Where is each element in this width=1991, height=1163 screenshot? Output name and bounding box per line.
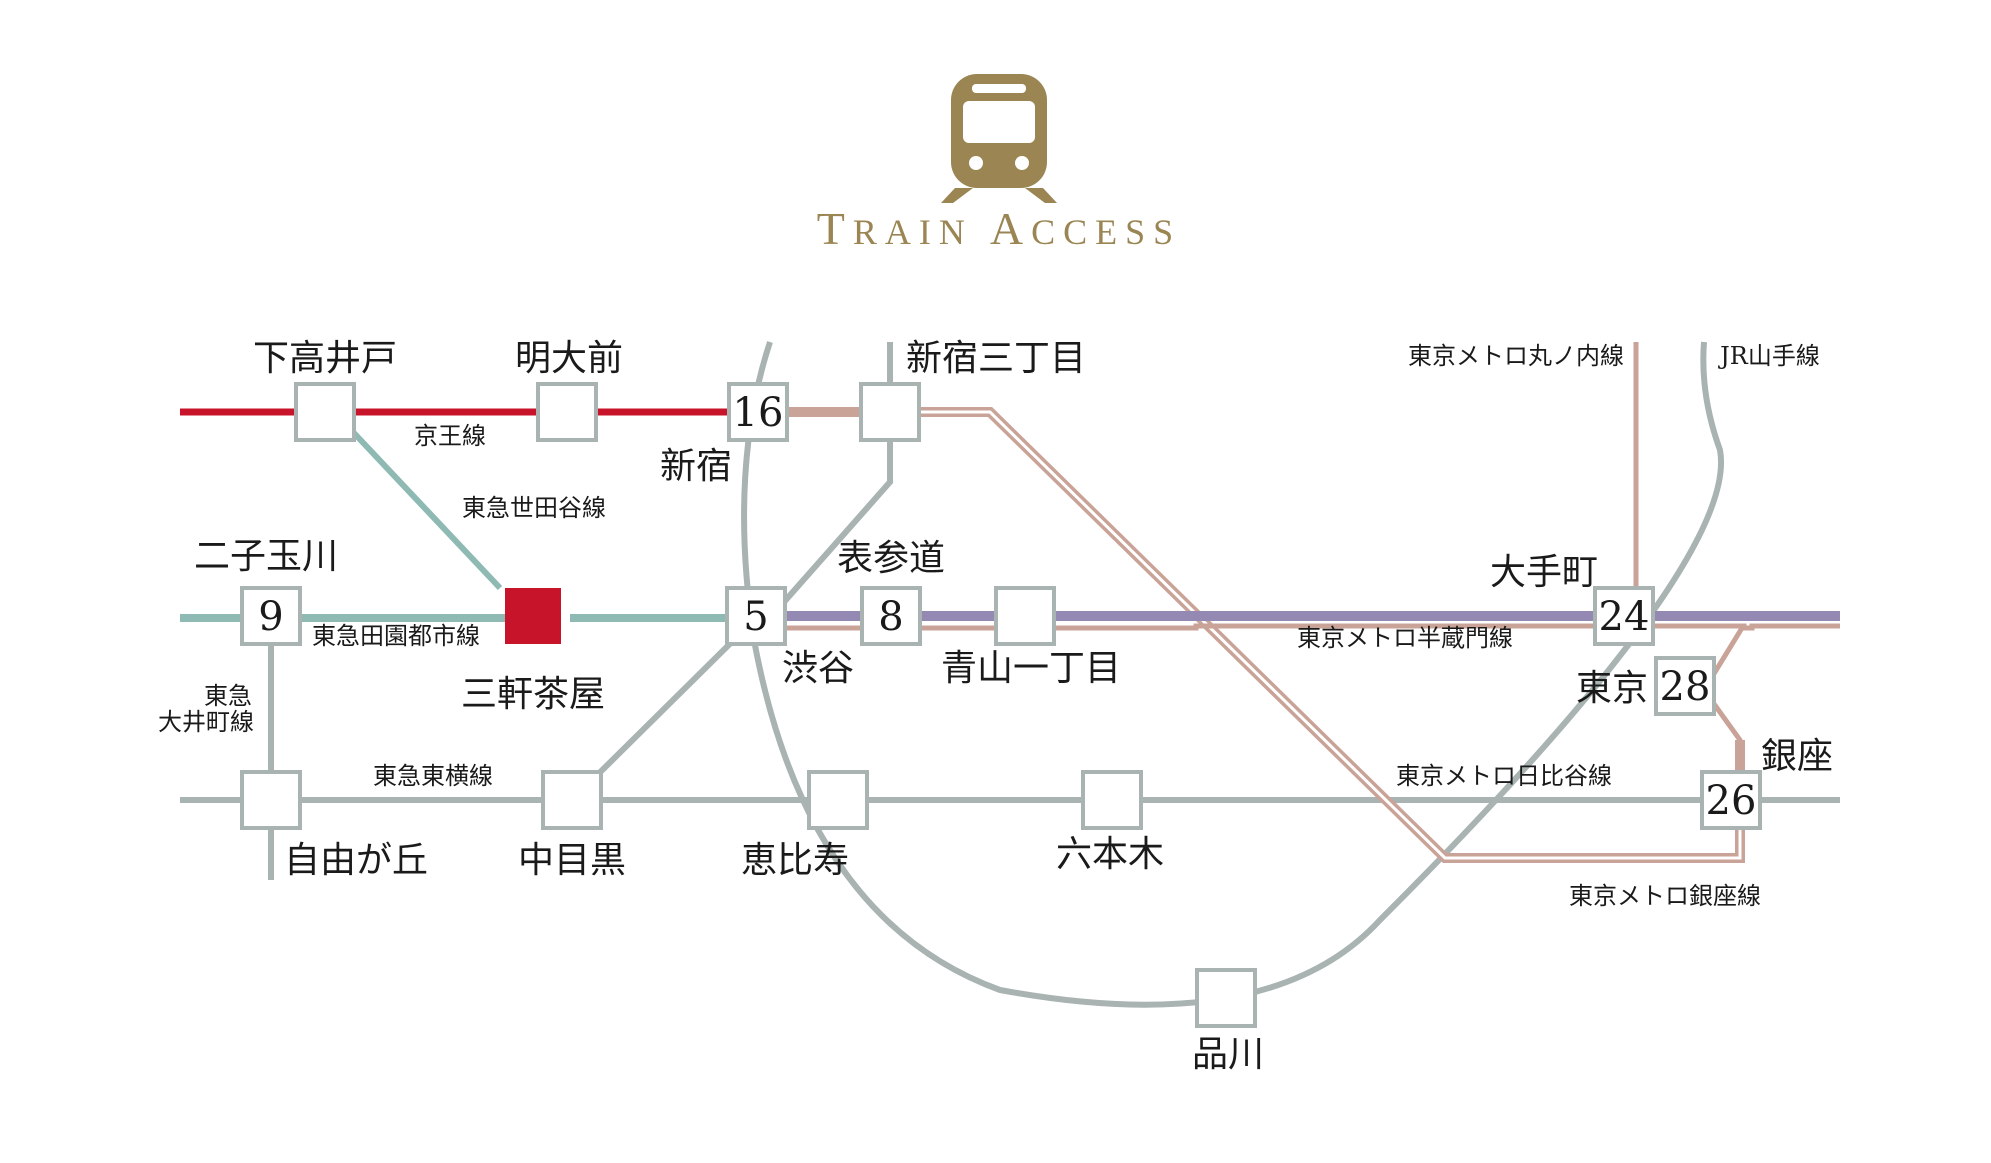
station-box-futakotamagawa[interactable] — [240, 586, 302, 646]
box-num-shinjuku: 16 — [733, 390, 784, 436]
box-num-otemachi: 24 — [1599, 594, 1650, 640]
line-label-oimachi-2: 大井町線 — [158, 708, 254, 736]
line-label-oimachi-1: 東急 — [204, 682, 252, 710]
station-shinjuku3: 新宿三丁目 — [906, 338, 1086, 379]
station-shimotakaido: 下高井戸 — [253, 338, 397, 379]
station-shinjuku: 新宿 — [660, 446, 732, 487]
station-ginza: 銀座 — [1761, 736, 1833, 777]
box-num-tokyo: 28 — [1660, 664, 1711, 710]
box-num-ginza: 26 — [1706, 778, 1757, 824]
line-label-toyoko: 東急東横線 — [373, 762, 493, 790]
line-label-keio: 京王線 — [414, 422, 486, 450]
station-tokyo: 東京 — [1576, 668, 1648, 709]
station-box-ebisu[interactable] — [807, 770, 869, 830]
line-label-denentoshi: 東急田園都市線 — [312, 622, 480, 650]
station-box-shinjuku3[interactable] — [859, 382, 921, 442]
line-label-hibiya: 東京メトロ日比谷線 — [1396, 762, 1612, 790]
station-box-shinagawa[interactable] — [1195, 968, 1257, 1028]
page-title: TRAIN ACCESS — [817, 203, 1181, 254]
station-shibuya: 渋谷 — [782, 648, 854, 689]
station-ebisu: 恵比寿 — [741, 840, 849, 881]
station-box-shimotakaido[interactable] — [294, 382, 356, 442]
line-label-setagaya: 東急世田谷線 — [462, 494, 606, 522]
station-box-shinjuku[interactable] — [727, 382, 789, 442]
station-futakotamagawa: 二子玉川 — [194, 536, 338, 577]
station-jiyugaoka: 自由が丘 — [284, 840, 428, 881]
station-box-shibuya[interactable] — [725, 586, 787, 646]
station-box-otemachi[interactable] — [1593, 586, 1655, 646]
station-box-aoyama1[interactable] — [994, 586, 1056, 646]
line-label-hanzomon: 東京メトロ半蔵門線 — [1297, 624, 1513, 652]
station-box-jiyugaoka[interactable] — [240, 770, 302, 830]
station-aoyama1: 青山一丁目 — [941, 648, 1121, 689]
box-num-futako: 9 — [258, 594, 283, 640]
line-label-marunouchi: 東京メトロ丸ノ内線 — [1408, 342, 1624, 370]
station-shinagawa: 品川 — [1192, 1034, 1264, 1075]
box-num-omotesando: 8 — [878, 594, 903, 640]
station-box-nakameguro[interactable] — [541, 770, 603, 830]
station-box-ginza[interactable] — [1700, 770, 1762, 830]
station-otemachi: 大手町 — [1490, 552, 1598, 593]
ginza-line-east — [1744, 623, 1840, 631]
station-roppongi: 六本木 — [1056, 834, 1164, 875]
station-box-tokyo[interactable] — [1654, 656, 1716, 716]
station-nakameguro: 中目黒 — [518, 840, 626, 881]
station-box-roppongi[interactable] — [1081, 770, 1143, 830]
station-sangenjaya: 三軒茶屋 — [461, 674, 605, 715]
shibuya-nakameguro-line — [569, 615, 759, 803]
station-box-sangenjaya[interactable] — [505, 588, 561, 644]
station-box-omotesando[interactable] — [860, 586, 922, 646]
station-box-meidaimae[interactable] — [536, 382, 598, 442]
setagaya-line — [350, 429, 503, 591]
line-label-yamanote: JR山手線 — [1717, 342, 1820, 370]
station-omotesando: 表参道 — [837, 538, 945, 579]
line-label-ginza: 東京メトロ銀座線 — [1569, 882, 1761, 910]
station-meidaimae: 明大前 — [515, 338, 623, 379]
train-icon — [941, 74, 1057, 203]
box-num-shibuya: 5 — [743, 594, 768, 640]
